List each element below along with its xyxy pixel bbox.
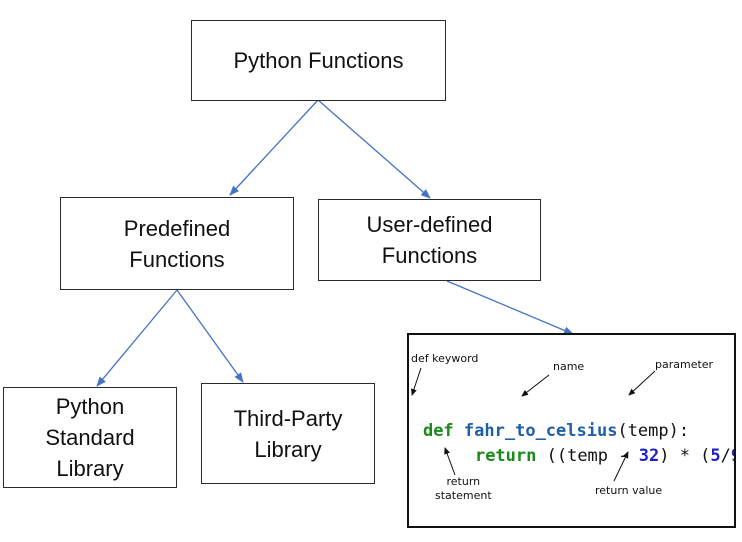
node-line: Functions <box>381 243 478 268</box>
arrow-user-defined-to-code <box>446 280 574 335</box>
node-line: Python <box>55 394 125 419</box>
annotation-arrows <box>411 367 656 482</box>
node-line: User-defined <box>366 212 493 237</box>
node-line: Library <box>56 456 124 481</box>
number-text: 9 <box>731 446 734 466</box>
arrow-parameter <box>628 370 656 396</box>
node-python-functions: Python Functions <box>191 20 446 101</box>
annotation-return-statement: return statement <box>435 475 492 503</box>
arrow-def-keyword <box>411 367 422 396</box>
arrow-root-to-predefined <box>229 99 319 196</box>
arrow-return-statement <box>444 447 456 476</box>
node-user-defined-functions: User-defined Functions <box>318 199 541 281</box>
function-name-text: fahr_to_celsius <box>463 421 618 441</box>
def-keyword-text: def <box>422 421 454 441</box>
expr-text: ) * ( <box>659 446 711 466</box>
code-example-panel: def fahr_to_celsius(temp): return ((temp… <box>407 333 736 528</box>
arrow-predefined-to-third-party <box>176 289 244 383</box>
annotation-line: return <box>446 475 481 488</box>
annotation-name: name <box>553 360 585 373</box>
node-line: Third-Party <box>233 405 343 431</box>
arrow-predefined-to-stdlib <box>96 289 178 387</box>
node-python-standard-library: Python Standard Library <box>3 387 177 488</box>
code-line-def: def fahr_to_celsius(temp): <box>409 401 690 461</box>
number-text: 32 <box>638 446 660 466</box>
number-text: 5 <box>710 446 721 466</box>
node-line: Library <box>254 436 322 462</box>
node-line: Python Functions <box>233 48 404 73</box>
node-predefined-functions: Predefined Functions <box>60 197 294 290</box>
annotation-line: statement <box>435 489 492 502</box>
node-line: Predefined <box>123 215 231 241</box>
annotation-parameter: parameter <box>655 358 714 371</box>
node-line: Standard <box>45 425 135 450</box>
node-line: Functions <box>129 246 225 272</box>
return-keyword-text: return <box>474 446 537 466</box>
annotation-def-keyword: def keyword <box>411 352 479 365</box>
slash-text: / <box>720 446 731 466</box>
arrow-root-to-user-defined <box>317 99 431 199</box>
annotation-return-value: return value <box>595 484 663 497</box>
arrow-name <box>521 374 550 397</box>
node-third-party-library: Third-Party Library <box>201 383 375 484</box>
parameter-text: (temp): <box>617 421 690 441</box>
arrow-return-value <box>613 451 629 482</box>
